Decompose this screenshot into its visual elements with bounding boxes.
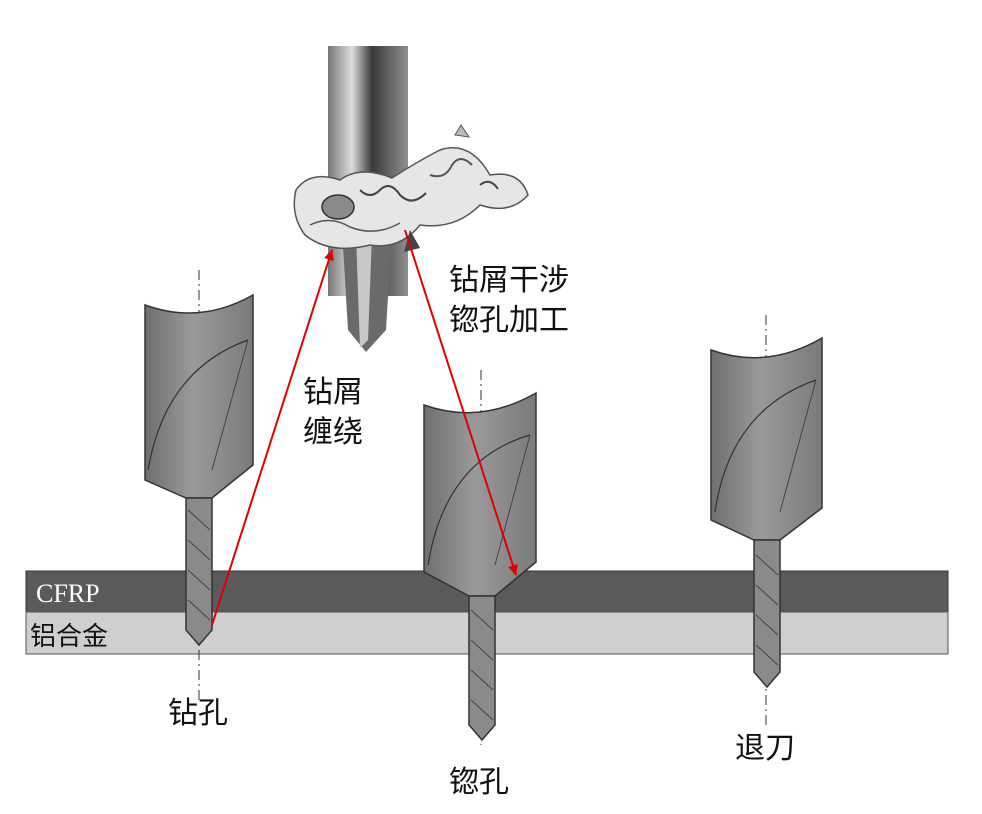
drill-tool-icon [144,270,254,700]
retract-label: 退刀 [735,731,795,766]
chip-wrap-label-line1: 钻屑 [303,375,363,410]
ream-tool-icon [423,370,537,745]
retract-tool-icon [710,315,823,725]
reaming-label: 锪孔 [449,765,509,800]
chip-interfere-label-line1: 钻屑干涉 [449,263,569,298]
drilling-label: 钻孔 [168,696,228,731]
cfrp-label: CFRP [36,579,100,608]
chip-interfere-arrow-icon [404,229,518,576]
chip-wrap-arrow-icon [211,249,334,626]
aluminum-label: 铝合金 [30,622,108,652]
chip-photo-icon [293,46,529,352]
chip-interfere-label-line2: 锪孔加工 [449,303,569,338]
chip-wrap-label-line2: 缠绕 [303,415,363,450]
